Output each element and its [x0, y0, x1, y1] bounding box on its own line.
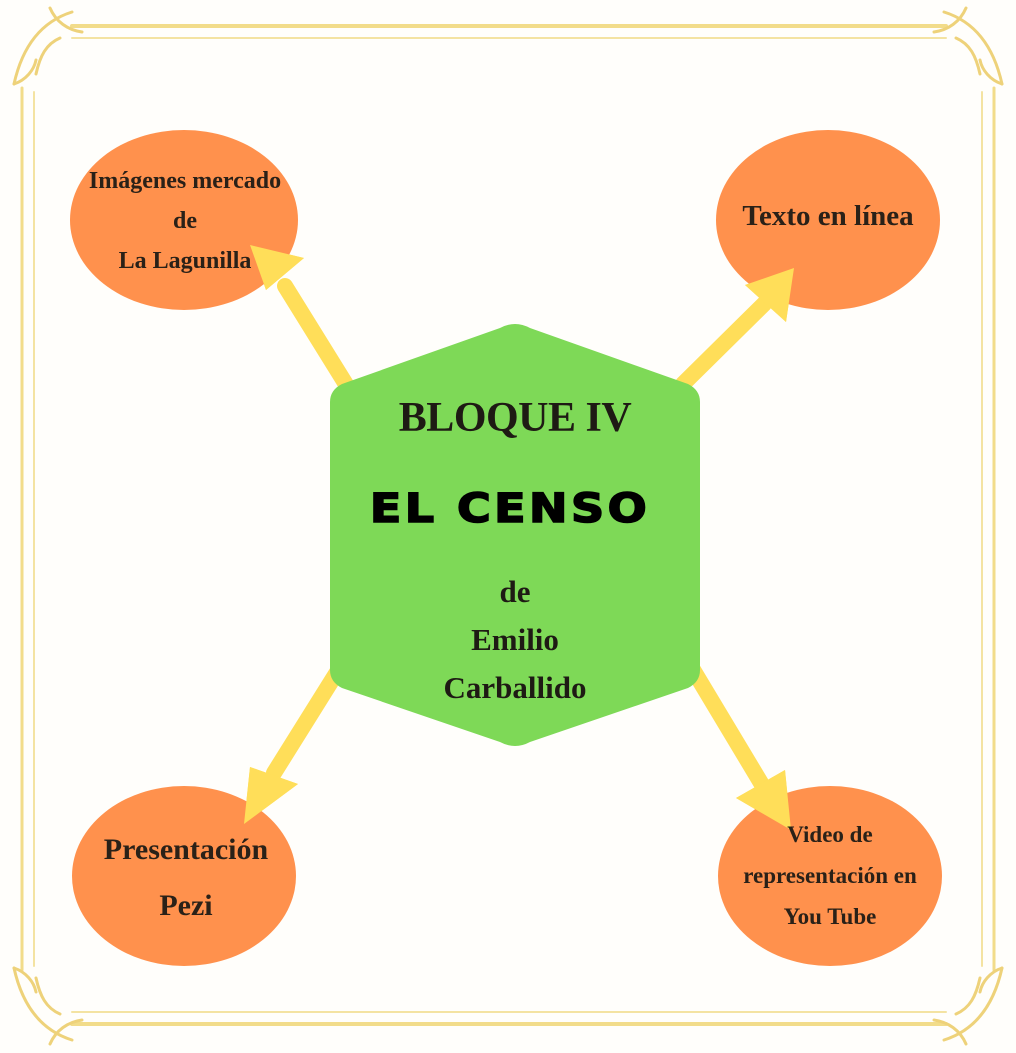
node-circle-bottom-right: [718, 786, 942, 966]
node-circle-top-right: [716, 130, 940, 310]
center-hexagon: [330, 324, 700, 746]
node-label-top-right: Texto en línea: [742, 199, 914, 232]
center-author: de Emilio Carballido: [443, 574, 587, 705]
decorative-frame: [12, 6, 1004, 1046]
node-label-bottom-right: Video de representación en You Tube: [743, 821, 917, 929]
corner-ornament-bottom-right: [932, 966, 1004, 1046]
center-subtitle: EL CENSO: [369, 485, 651, 533]
arrowhead-top-right: [745, 268, 794, 322]
node-circle-top-left: [70, 130, 298, 310]
corner-ornament-top-left: [12, 6, 84, 86]
arrowhead-top-left: [250, 245, 304, 290]
corner-ornament-top-right: [932, 6, 1004, 86]
arrowhead-bottom-right: [736, 770, 791, 830]
center-title: BLOQUE IV: [398, 395, 632, 441]
node-label-bottom-left: Presentación Pezi: [103, 833, 269, 922]
arrowhead-bottom-left: [244, 767, 298, 824]
node-label-top-left: Imágenes mercado de La Lagunilla: [88, 168, 282, 274]
corner-ornament-bottom-left: [12, 966, 84, 1046]
arrow-heads: [244, 245, 794, 830]
node-circle-bottom-left: [72, 786, 296, 966]
